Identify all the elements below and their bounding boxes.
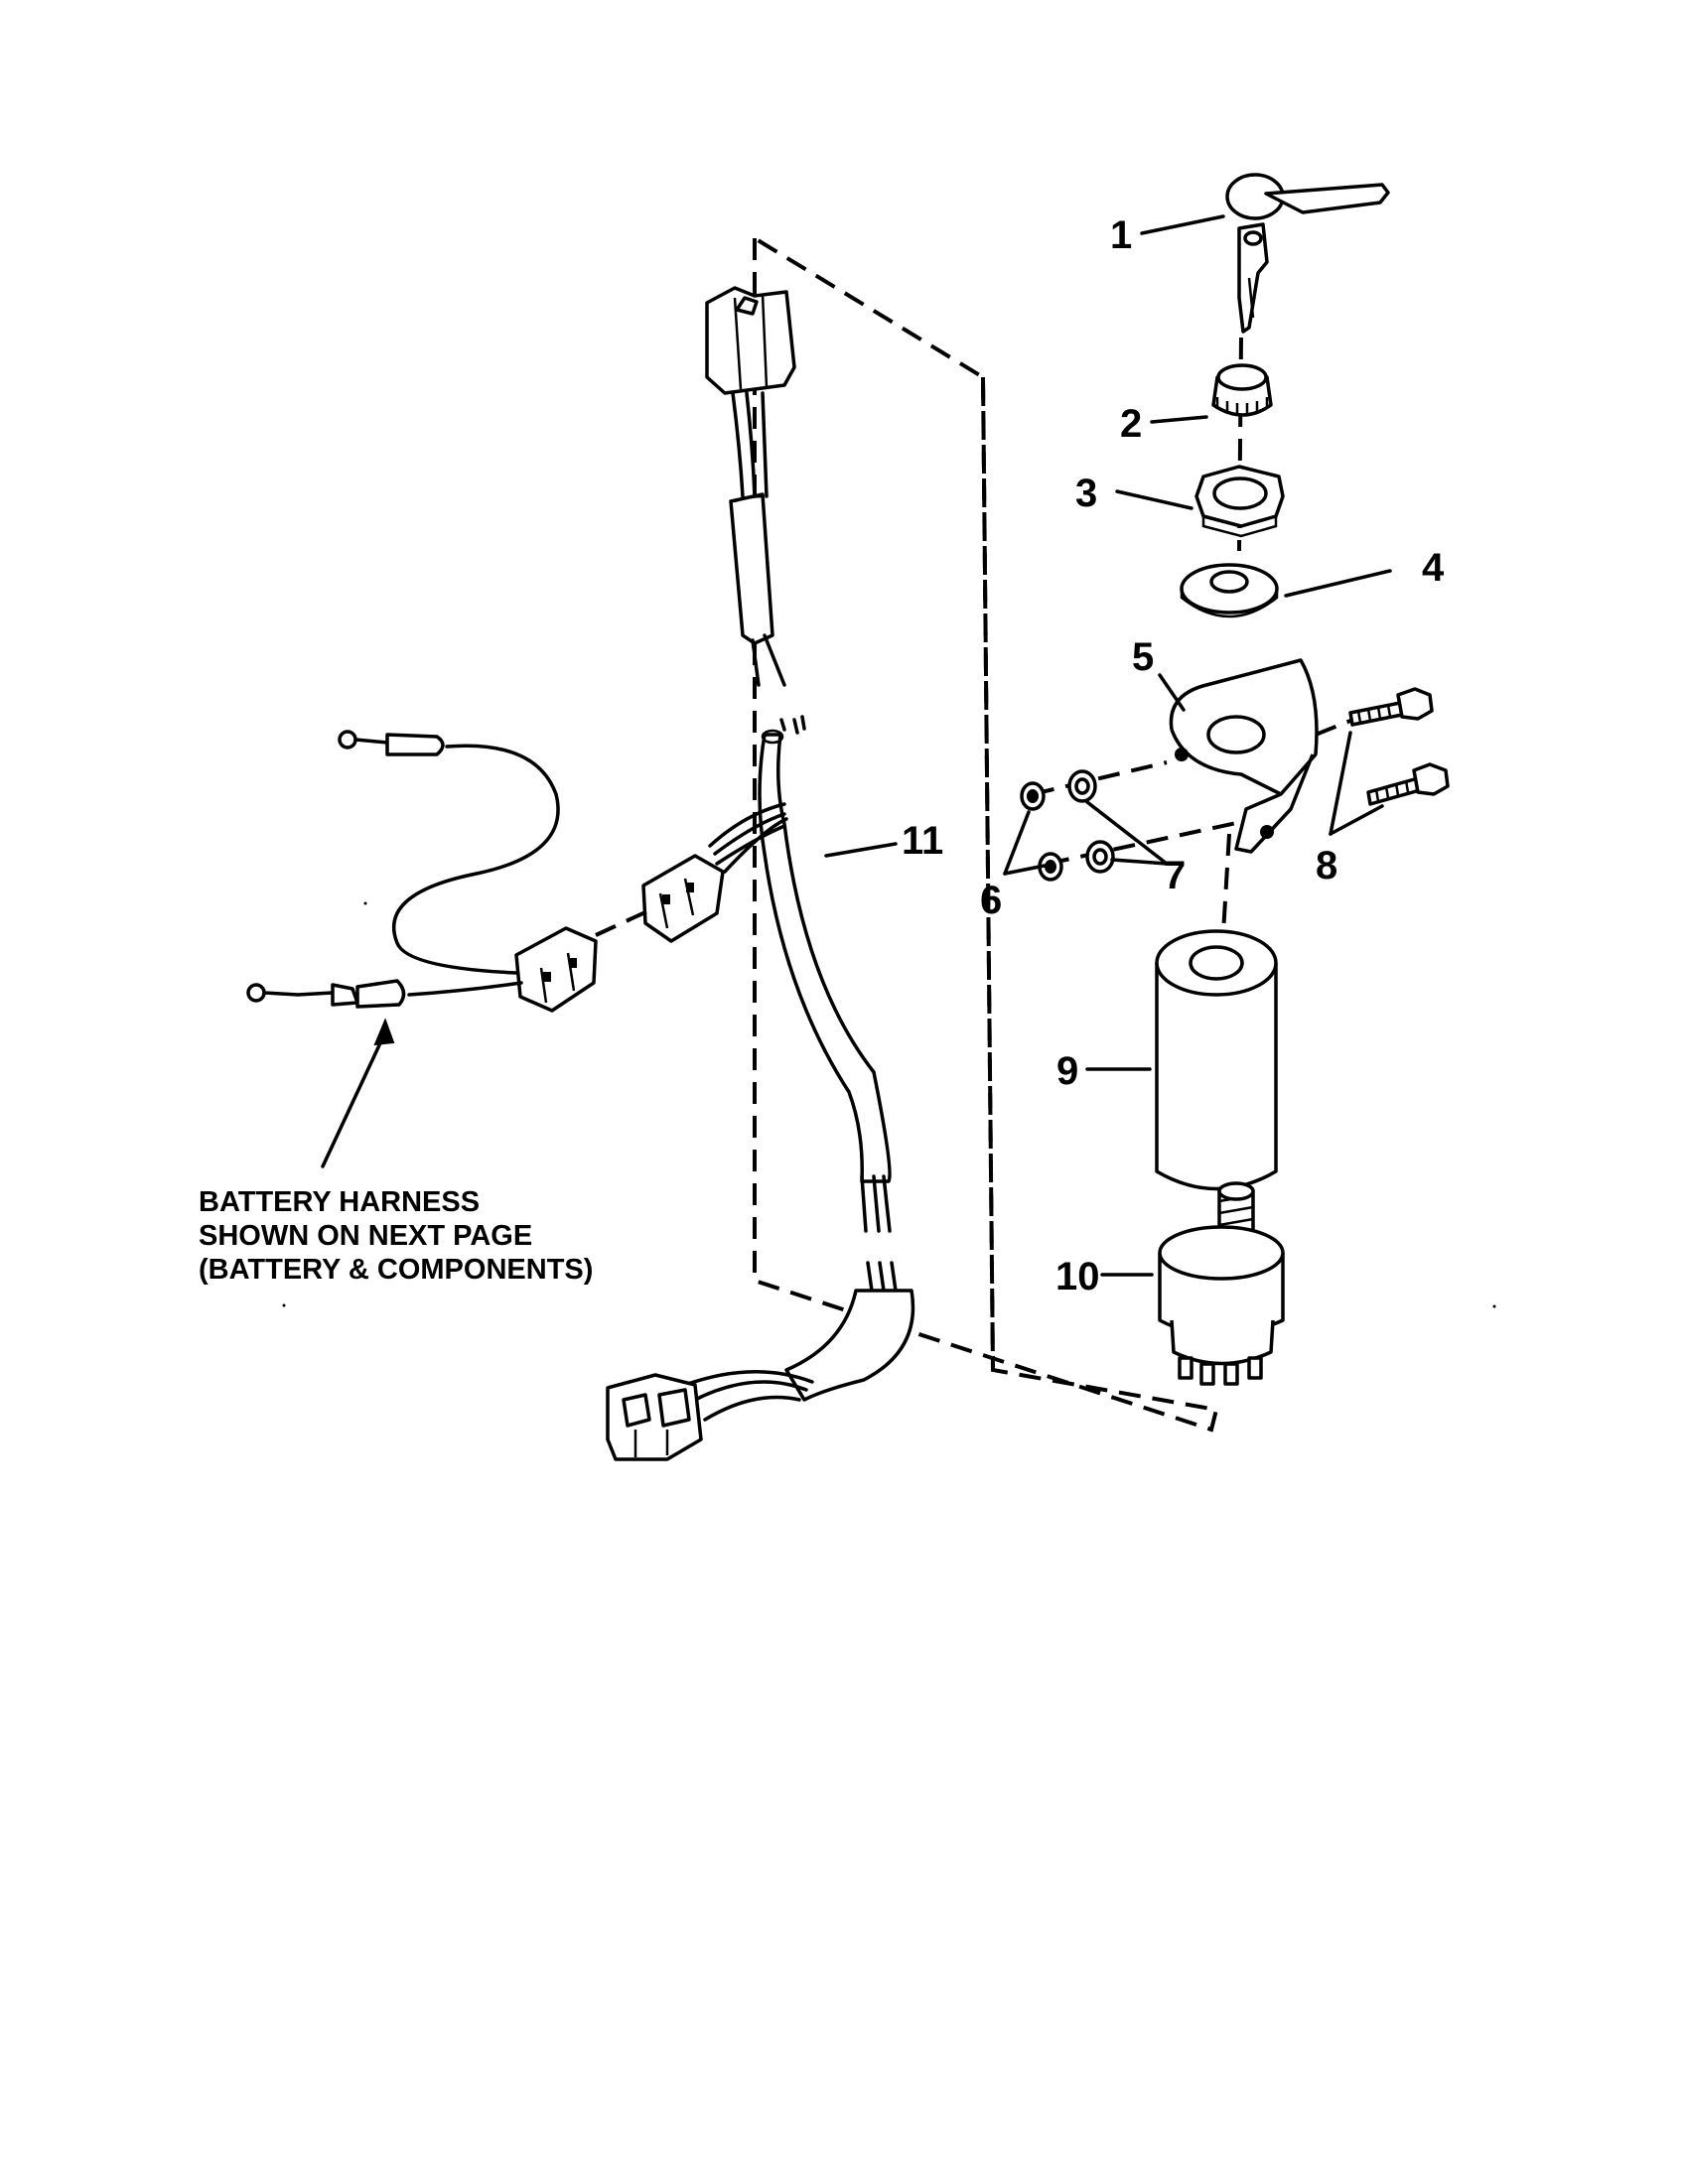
callout-3: 3 <box>1075 472 1097 515</box>
callout-leader-7b <box>1110 858 1169 866</box>
callout-leader-7a <box>1085 800 1169 866</box>
callout-leader-6a <box>1003 810 1031 876</box>
nut-upper-part <box>1020 781 1046 811</box>
assembly-axis-line-lower <box>1221 833 1231 934</box>
callout-leader-4 <box>1284 569 1392 598</box>
note-line-3: (BATTERY & COMPONENTS) <box>199 1254 593 1286</box>
assembly-dashed-outline-right <box>981 376 995 1371</box>
screw-upper-part <box>1348 687 1434 727</box>
callout-leader-8b <box>1329 804 1384 836</box>
scan-speck <box>1492 1304 1496 1308</box>
battery-harness-part <box>246 730 598 1013</box>
battery-harness-note: BATTERY HARNESS SHOWN ON NEXT PAGE (BATT… <box>199 1186 593 1286</box>
callout-leader-1 <box>1140 214 1225 235</box>
callout-2: 2 <box>1120 402 1142 446</box>
cap-nut-part <box>1211 363 1273 417</box>
wiring-harness-part <box>606 286 915 1461</box>
callout-7: 7 <box>1164 854 1186 897</box>
callout-8: 8 <box>1316 844 1337 887</box>
callout-leader-6b <box>1003 864 1047 876</box>
callout-4: 4 <box>1422 546 1445 590</box>
washer-part <box>1180 563 1279 618</box>
callout-leader-8a <box>1329 731 1352 836</box>
callout-1: 1 <box>1110 213 1132 257</box>
key-set-part <box>1225 173 1390 334</box>
note-arrow-line <box>321 1030 387 1168</box>
lock-washer-upper-part <box>1067 769 1097 803</box>
callout-9: 9 <box>1056 1049 1078 1093</box>
screw-lower-part <box>1366 762 1450 806</box>
callout-leader-11 <box>824 842 898 858</box>
note-line-2: SHOWN ON NEXT PAGE <box>199 1220 532 1252</box>
callout-leader-3 <box>1115 489 1193 510</box>
ignition-switch-part <box>1158 1181 1285 1386</box>
mounting-bracket-part <box>1169 658 1319 854</box>
switch-boot-part <box>1155 929 1278 1191</box>
scan-speck <box>282 1303 286 1307</box>
callout-leader-2 <box>1150 415 1208 424</box>
screw-axis-upper <box>1315 719 1351 737</box>
callout-11: 11 <box>902 819 943 863</box>
branch-connector-part <box>641 854 725 943</box>
callout-10: 10 <box>1055 1255 1100 1298</box>
callout-leader-5 <box>1158 673 1186 712</box>
lock-washer-lower-part <box>1085 840 1115 874</box>
callout-5: 5 <box>1132 635 1154 679</box>
scan-speck <box>363 901 367 905</box>
hardware-axis-upper <box>1032 760 1168 796</box>
note-arrow-head <box>373 1018 395 1046</box>
note-line-1: BATTERY HARNESS <box>199 1186 480 1218</box>
harness-joint-dashed-line <box>595 909 648 937</box>
hex-nut-part <box>1194 465 1285 538</box>
callout-6: 6 <box>980 879 1002 922</box>
hardware-axis-lower <box>1047 820 1242 866</box>
assembly-dashed-outline <box>753 236 1219 1433</box>
